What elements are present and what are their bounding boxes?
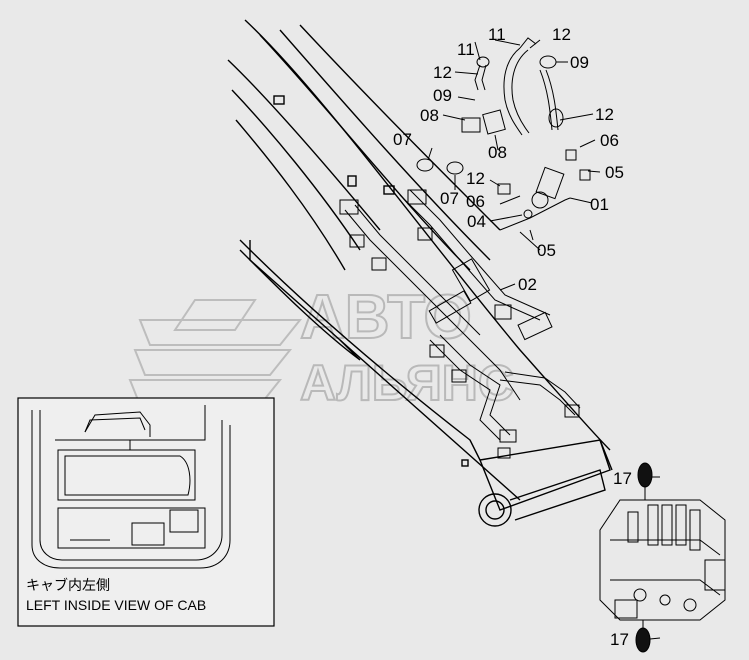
inset-caption-en: LEFT INSIDE VIEW OF CAB [26, 597, 206, 613]
callout-08: 08 [488, 143, 507, 162]
boom [227, 19, 613, 527]
cab-inset: キャブ内左側 LEFT INSIDE VIEW OF CAB [17, 397, 275, 627]
callout-11: 11 [488, 25, 506, 44]
watermark-line1: АВТО [300, 283, 472, 352]
callout-12: 12 [595, 105, 614, 124]
callout-12: 12 [552, 25, 571, 44]
callout-11: 11 [457, 40, 475, 59]
callout-01: 01 [590, 195, 609, 214]
callout-labels: 11 12 11 09 12 09 08 12 07 08 06 05 12 0… [228, 25, 632, 649]
callout-17: 17 [613, 469, 632, 488]
callout-05: 05 [537, 241, 556, 260]
callout-06: 06 [600, 131, 619, 150]
callout-05: 05 [605, 163, 624, 182]
watermark-line2: АЛЬЯНС [300, 355, 514, 411]
upper-hose-assembly [416, 37, 591, 251]
control-valve [599, 462, 726, 653]
callout-09: 09 [433, 86, 452, 105]
inset-caption-jp: キャブ内左側 [26, 577, 110, 593]
callout-09: 09 [570, 53, 589, 72]
callout-17: 17 [610, 630, 629, 649]
callout-02: 02 [518, 275, 537, 294]
callout-12: 12 [466, 169, 485, 188]
callout-07: 07 [440, 189, 459, 208]
watermark-logo: АВТО АЛЬЯНС [128, 282, 515, 412]
callout-06: 06 [466, 192, 485, 211]
callout-12: 12 [433, 63, 452, 82]
hose-routing [339, 189, 581, 459]
callout-04: 04 [467, 212, 486, 231]
callout-08: 08 [420, 106, 439, 125]
callout-07: 07 [393, 130, 412, 149]
